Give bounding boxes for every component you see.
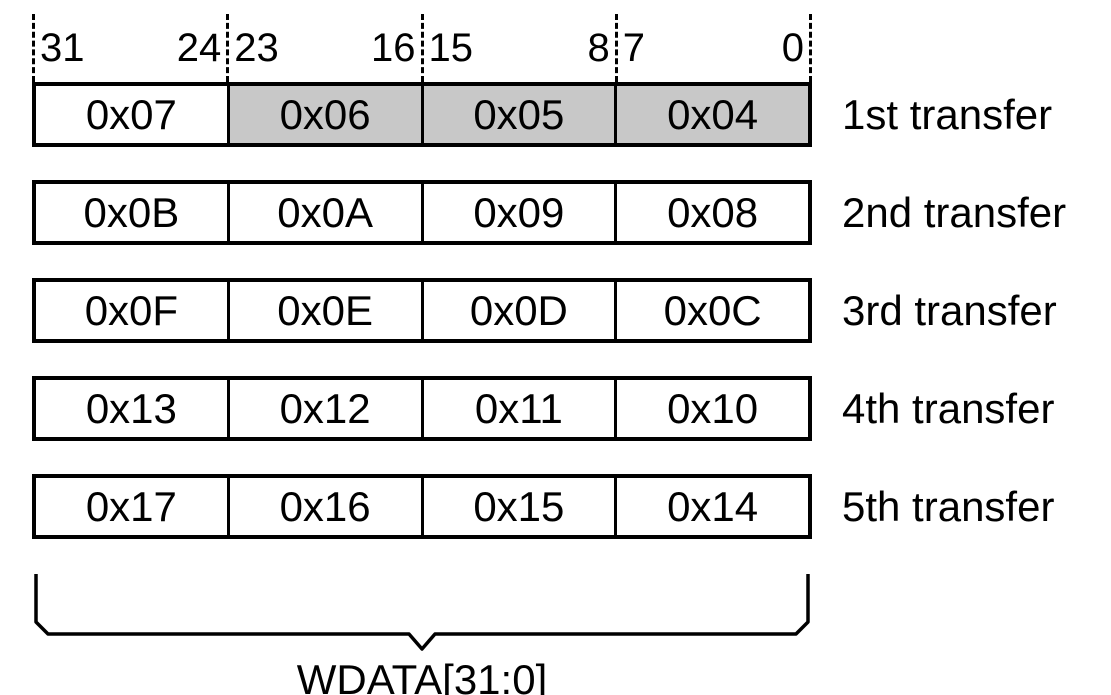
bit-high-label: 31 bbox=[40, 26, 85, 70]
byte-boxes: 0x0B 0x0A 0x09 0x08 bbox=[32, 180, 812, 245]
byte-cell: 0x11 bbox=[423, 380, 618, 437]
bit-high-label: 23 bbox=[234, 26, 279, 70]
byte-boxes: 0x0F 0x0E 0x0D 0x0C bbox=[32, 278, 812, 343]
bit-ruler: 31 24 23 16 15 8 7 0 bbox=[32, 14, 812, 82]
byte-cell: 0x13 bbox=[36, 380, 230, 437]
byte-cell: 0x12 bbox=[229, 380, 424, 437]
bit-high-label: 15 bbox=[428, 26, 474, 70]
byte-boxes: 0x13 0x12 0x11 0x10 bbox=[32, 376, 812, 441]
bit-low-label: 0 bbox=[781, 26, 804, 70]
byte-cell: 0x17 bbox=[36, 478, 230, 535]
transfer-label: 2nd transfer bbox=[842, 188, 1067, 236]
transfer-row-4: 0x13 0x12 0x11 0x10 4th transfer bbox=[32, 376, 1066, 441]
byte-boxes: 0x17 0x16 0x15 0x14 bbox=[32, 474, 812, 539]
bit-low-label: 16 bbox=[371, 26, 416, 70]
byte-cell: 0x0D bbox=[423, 282, 618, 339]
transfer-label: 3rd transfer bbox=[842, 286, 1057, 334]
byte-cell: 0x0C bbox=[617, 282, 808, 339]
bus-label: WDATA[31:0] bbox=[296, 656, 548, 695]
byte-cell: 0x0B bbox=[36, 184, 230, 241]
byte-cell-shaded: 0x06 bbox=[229, 86, 424, 143]
byte-cell: 0x08 bbox=[617, 184, 808, 241]
byte-cell: 0x14 bbox=[617, 478, 808, 535]
bit-high-label: 7 bbox=[622, 26, 645, 70]
bit-ruler-segment-23-16: 23 16 bbox=[226, 14, 420, 82]
bit-low-label: 8 bbox=[587, 26, 610, 70]
transfer-row-5: 0x17 0x16 0x15 0x14 5th transfer bbox=[32, 474, 1066, 539]
bit-low-label: 24 bbox=[176, 26, 222, 70]
byte-cell: 0x09 bbox=[423, 184, 618, 241]
curly-brace-icon bbox=[34, 574, 810, 651]
byte-cell: 0x16 bbox=[229, 478, 424, 535]
byte-cell: 0x15 bbox=[423, 478, 618, 535]
transfer-row-1: 0x07 0x06 0x05 0x04 1st transfer bbox=[32, 82, 1066, 147]
transfer-row-2: 0x0B 0x0A 0x09 0x08 2nd transfer bbox=[32, 180, 1066, 245]
diagram-grid: 31 24 23 16 15 8 7 0 0x07 0x06 0x05 0x04 bbox=[32, 14, 1066, 695]
byte-cell: 0x0A bbox=[229, 184, 424, 241]
byte-cell: 0x07 bbox=[36, 86, 230, 143]
bit-ruler-segment-7-0: 7 0 bbox=[614, 14, 812, 82]
wdata-span-brace bbox=[32, 572, 812, 652]
byte-cell: 0x10 bbox=[617, 380, 808, 437]
transfer-label: 5th transfer bbox=[842, 482, 1055, 530]
byte-boxes: 0x07 0x06 0x05 0x04 bbox=[32, 82, 812, 147]
byte-cell: 0x0E bbox=[229, 282, 424, 339]
byte-cell: 0x0F bbox=[36, 282, 230, 339]
transfer-label: 4th transfer bbox=[842, 384, 1055, 432]
bit-ruler-segment-15-8: 15 8 bbox=[420, 14, 615, 82]
byte-cell-shaded: 0x04 bbox=[617, 86, 808, 143]
transfer-row-3: 0x0F 0x0E 0x0D 0x0C 3rd transfer bbox=[32, 278, 1066, 343]
bit-ruler-segment-31-24: 31 24 bbox=[32, 14, 226, 82]
byte-cell-shaded: 0x05 bbox=[423, 86, 618, 143]
transfer-label: 1st transfer bbox=[842, 90, 1053, 138]
